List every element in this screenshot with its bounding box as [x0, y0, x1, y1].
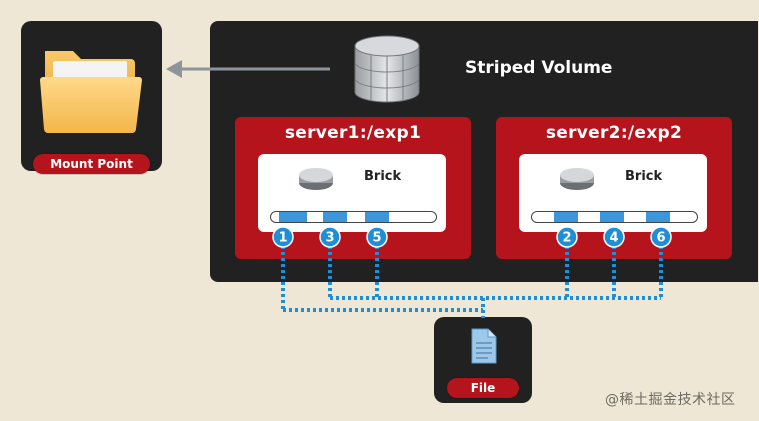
- chunk-badges: 1 3 5 2 4 6: [272, 226, 672, 248]
- chunk-badge: [603, 226, 625, 248]
- chunk-badge: [650, 226, 672, 248]
- brick-1-label: Brick: [364, 169, 402, 184]
- chunk-badge: [319, 226, 341, 248]
- disk-icon: [560, 168, 594, 190]
- file-label: File: [447, 378, 519, 398]
- mount-point-panel: [21, 21, 162, 171]
- disk-icon: [299, 168, 333, 190]
- stripe-segment: [323, 212, 347, 222]
- server-1-title: server1:/exp1: [284, 123, 422, 143]
- database-cylinder-icon: [354, 35, 420, 103]
- stripe-segment: [646, 212, 670, 222]
- stripe-segment: [600, 212, 624, 222]
- watermark: @稀土掘金技术社区: [605, 392, 736, 408]
- stripe-segment: [279, 212, 307, 222]
- chunk-badge: [556, 226, 578, 248]
- chunk-badge: [272, 226, 294, 248]
- mount-arrow: [166, 60, 330, 78]
- brick-2-label: Brick: [625, 169, 663, 184]
- dotted-links: [281, 246, 663, 318]
- volume-title: Striped Volume: [465, 58, 613, 78]
- chunk-number: 3: [325, 231, 334, 246]
- chunk-number: 6: [656, 231, 665, 246]
- chunk-badge: [366, 226, 388, 248]
- stripe-segment: [365, 212, 389, 222]
- document-icon: [471, 328, 497, 364]
- stripe-bar-1: [270, 211, 437, 223]
- folder-icon: [40, 51, 142, 133]
- server-2-title: server2:/exp2: [545, 123, 683, 143]
- chunk-number: 1: [278, 231, 287, 246]
- chunk-number: 4: [609, 231, 618, 246]
- mount-point-label: Mount Point: [33, 154, 150, 174]
- chunk-number: 2: [562, 231, 571, 246]
- stripe-segment: [554, 212, 578, 222]
- chunk-number: 5: [372, 231, 381, 246]
- brick-1: Brick: [258, 154, 446, 232]
- stripe-bar-2: [531, 211, 698, 223]
- brick-2: Brick: [519, 154, 707, 232]
